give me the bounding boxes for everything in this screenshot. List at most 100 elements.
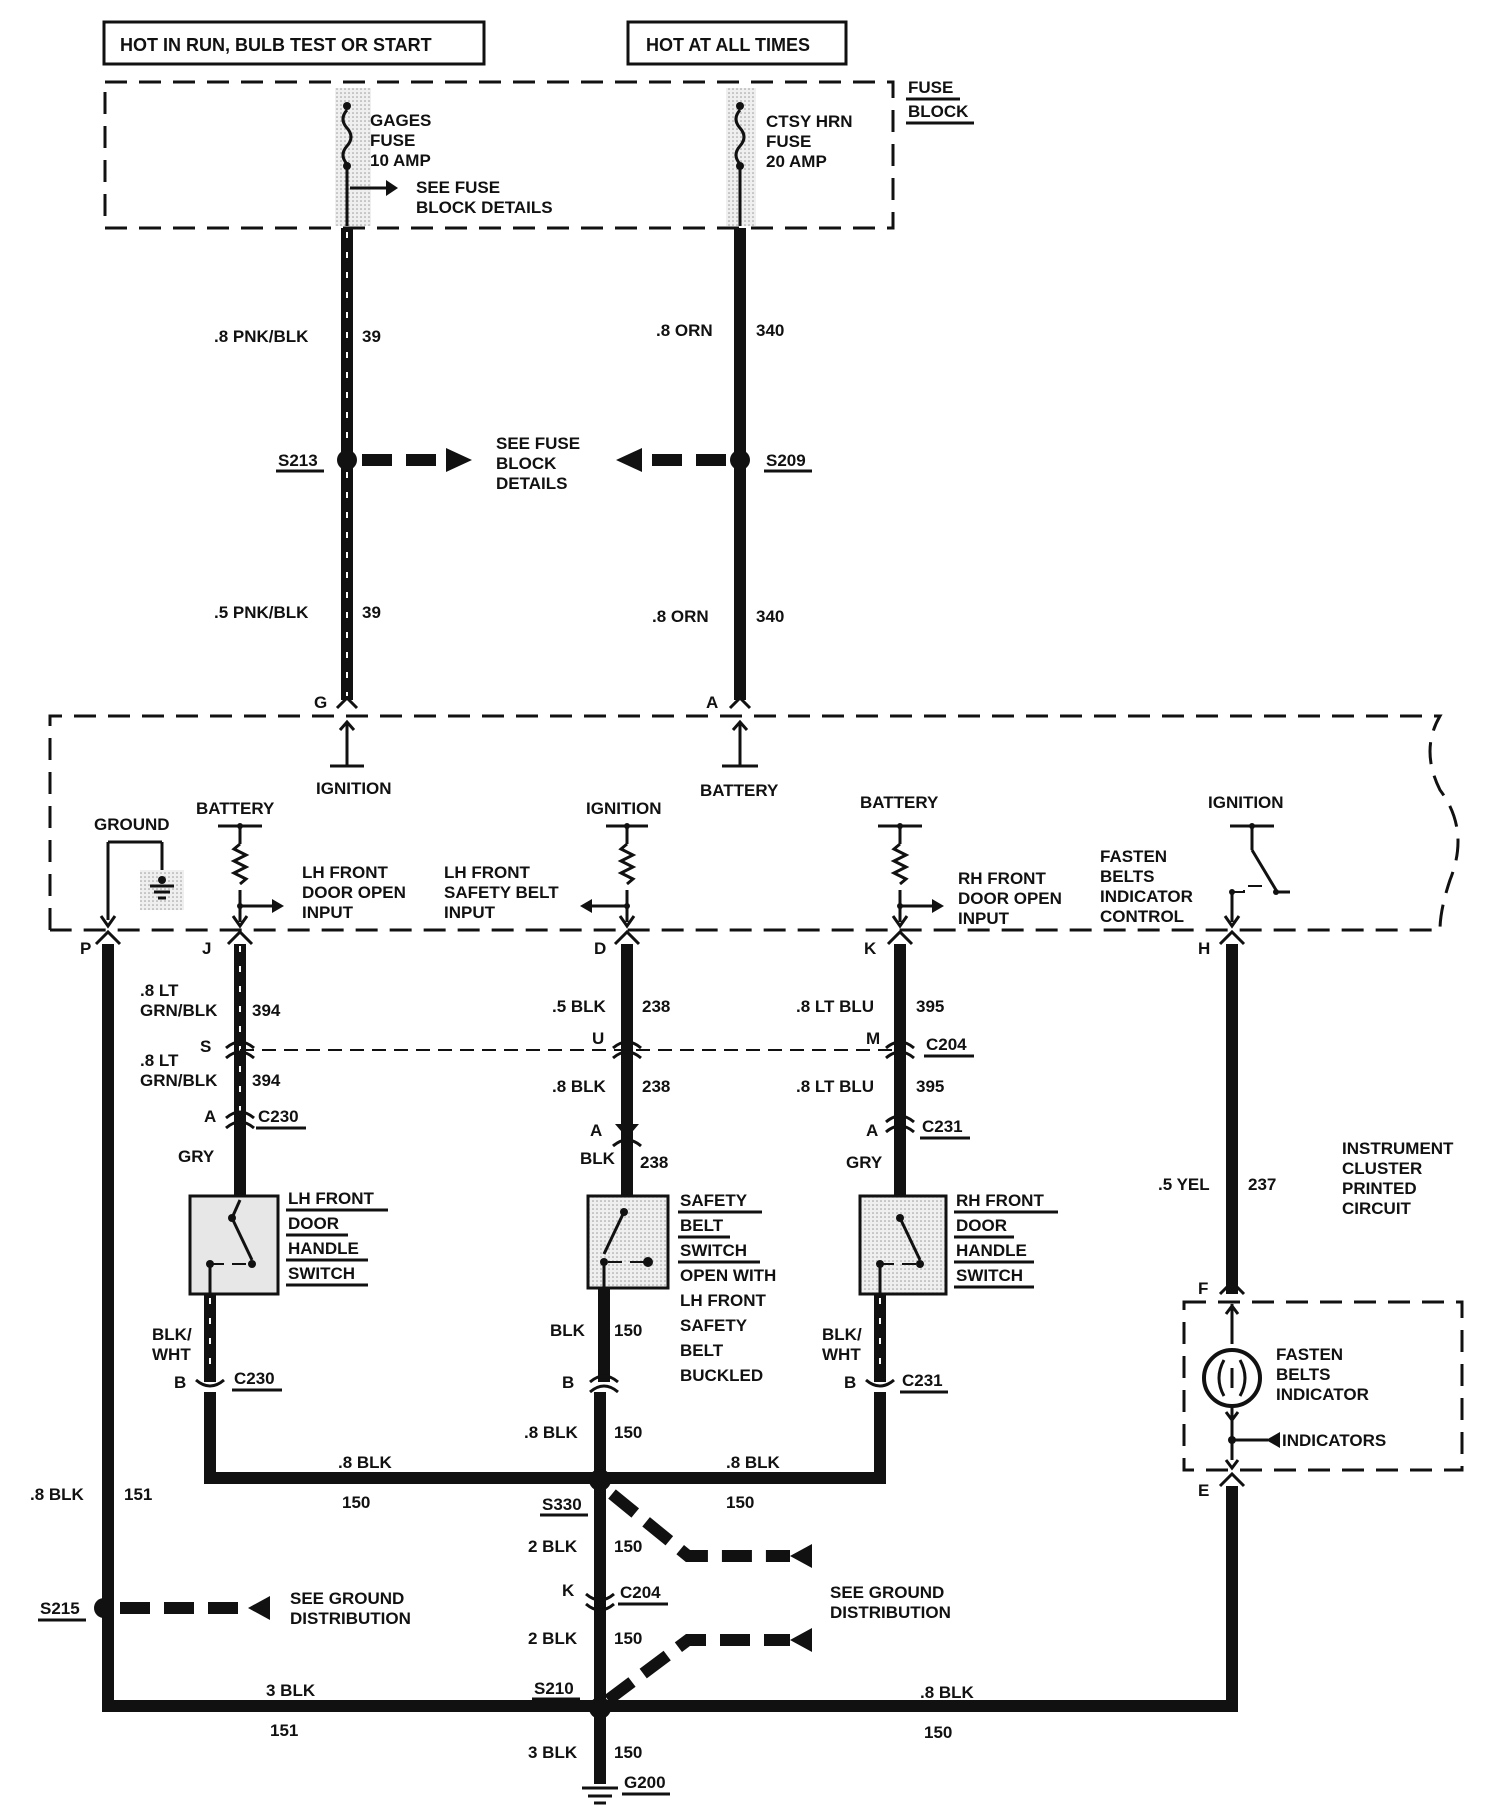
arrow-right-icon: [272, 899, 284, 913]
lh-resistor-icon: [230, 842, 250, 886]
wire-395-gauge-upper: .8 LT BLU: [796, 997, 874, 1016]
wire-237-gauge: .5 YEL: [1158, 1175, 1210, 1194]
wire-394-circuit-upper: 394: [252, 1001, 281, 1020]
ctsy-fuse-word: FUSE: [766, 132, 811, 151]
power-source-always: HOT AT ALL TIMES: [626, 20, 848, 66]
rh-blk-wht-1: BLK/: [822, 1325, 862, 1344]
rh-door-input: BATTERY RH FRONT DOOR OPEN INPUT: [860, 793, 1062, 929]
indicator-label-2: BELTS: [1276, 1365, 1330, 1384]
wire-340-gauge-lower: .8 ORN: [652, 607, 709, 626]
right-bus-circuit: 150: [726, 1493, 754, 1512]
wire-39-circuit-lower: 39: [362, 603, 381, 622]
pin-p-label: P: [80, 939, 91, 958]
lh-door-handle-switch: LH FRONT DOOR HANDLE SWITCH: [188, 1189, 388, 1296]
indicator-label-3: INDICATOR: [1276, 1385, 1369, 1404]
ground-wire-circuit: 150: [614, 1743, 642, 1762]
c204-lower-label: C204: [620, 1583, 661, 1602]
arrow-left-icon: [616, 448, 642, 472]
wire-39-gauge-upper: .8 PNK/BLK: [214, 327, 309, 346]
fuse-block-label-2: BLOCK: [908, 102, 969, 121]
pin-a-rh-label: A: [866, 1121, 878, 1140]
cluster-pins: P J D K H: [80, 939, 1210, 958]
pin-a-belt-label: A: [590, 1121, 602, 1140]
splice-s210: S210 3 BLK 151 .8 BLK 150: [102, 1679, 1232, 1742]
arrow-right-icon: [932, 899, 944, 913]
pin-k-top-label: K: [864, 939, 877, 958]
ground-wire-gauge: 3 BLK: [528, 1743, 578, 1762]
hot-at-all-times-label: HOT AT ALL TIMES: [646, 35, 810, 55]
s210-label: S210: [534, 1679, 574, 1698]
belt-switch-label-3: SWITCH: [680, 1241, 747, 1260]
belt-input-1: LH FRONT: [444, 863, 531, 882]
lh-input-2: DOOR OPEN: [302, 883, 406, 902]
c204-upper-label: C204: [926, 1035, 967, 1054]
see-ground-left-2: DISTRIBUTION: [290, 1609, 411, 1628]
center-150-circuit: 150: [614, 1423, 642, 1442]
belt-switch-label-6: SAFETY: [680, 1316, 748, 1335]
control-label-2: BELTS: [1100, 867, 1154, 886]
wire-395: .8 LT BLU 395 .8 LT BLU 395 GRY: [796, 929, 944, 1200]
arrow-left-icon: [790, 1628, 812, 1652]
fasten-belts-control: IGNITION FASTEN BELTS INDICATOR CONTROL: [1100, 793, 1290, 929]
lh-switch-label-1: LH FRONT: [288, 1189, 375, 1208]
fasten-belts-indicator: INSTRUMENT CLUSTER PRINTED CIRCUIT F IND…: [1182, 1139, 1464, 1712]
ground-distribution-right: SEE GROUND DISTRIBUTION: [604, 1583, 951, 1705]
bottom-right-circuit: 150: [924, 1723, 952, 1742]
connector-g: G IGNITION: [314, 693, 392, 798]
ignition-h-label: IGNITION: [1208, 793, 1284, 812]
right-bus-gauge: .8 BLK: [726, 1453, 781, 1472]
wire-394-circuit-lower: 394: [252, 1071, 281, 1090]
lh-switch-label-4: SWITCH: [288, 1264, 355, 1283]
c231-lower-label: C231: [902, 1371, 943, 1390]
splice-s213: S213: [276, 448, 472, 473]
pin-f-label: F: [1198, 1279, 1208, 1298]
belt-switch-label-5: LH FRONT: [680, 1291, 767, 1310]
lh-blk-wht-2: WHT: [152, 1345, 191, 1364]
cluster-label-1: INSTRUMENT: [1342, 1139, 1454, 1158]
bottom-left-circuit: 151: [270, 1721, 298, 1740]
wire-394-gauge-upper-1: .8 LT: [140, 981, 179, 1000]
wire-151-gauge: .8 BLK: [30, 1485, 85, 1504]
gages-fuse-amp: 10 AMP: [370, 151, 431, 170]
splice-s215: S215 SEE GROUND DISTRIBUTION: [38, 1589, 411, 1628]
connector-a-row: A C230 A A C231: [204, 1107, 970, 1148]
belt-switch-label-2: BELT: [680, 1216, 724, 1235]
cluster-label-2: CLUSTER: [1342, 1159, 1422, 1178]
ctsy-fuse-amp: 20 AMP: [766, 152, 827, 171]
splice-s330: S330 2 BLK 150: [528, 1469, 812, 1702]
cluster-label-3: PRINTED: [1342, 1179, 1417, 1198]
pin-s-label: S: [200, 1037, 211, 1056]
rh-door-handle-switch: RH FRONT DOOR HANDLE SWITCH: [858, 1191, 1058, 1296]
rh-switch-label-3: HANDLE: [956, 1241, 1027, 1260]
wire-395-circuit-upper: 395: [916, 997, 944, 1016]
control-label-3: INDICATOR: [1100, 887, 1193, 906]
belt-switch-label-7: BELT: [680, 1341, 724, 1360]
pin-e-label: E: [1198, 1481, 1209, 1500]
battery-rh-label: BATTERY: [860, 793, 939, 812]
bottom-left-gauge: 3 BLK: [266, 1681, 316, 1700]
cluster-ground: GROUND: [94, 815, 184, 929]
arrow-left-icon: [790, 1544, 812, 1568]
hot-in-run-label: HOT IN RUN, BULB TEST OR START: [120, 35, 432, 55]
rh-input-3: INPUT: [958, 909, 1010, 928]
wire-238-circuit-upper: 238: [642, 997, 670, 1016]
see-ground-right-2: DISTRIBUTION: [830, 1603, 951, 1622]
arrow-left-icon: [1266, 1432, 1280, 1448]
wire-237-circuit: 237: [1248, 1175, 1276, 1194]
fuse-block: FUSE BLOCK GAGES FUSE 10 AMP SEE FUSE BL…: [103, 78, 974, 230]
wire-394-gauge-lower-2: GRN/BLK: [140, 1071, 218, 1090]
indicator-label-1: FASTEN: [1276, 1345, 1343, 1364]
ground-label: GROUND: [94, 815, 170, 834]
belt-150-circuit: 150: [614, 1321, 642, 1340]
rh-switch-label-4: SWITCH: [956, 1266, 1023, 1285]
connector-c204-upper: S U M C204: [200, 1029, 974, 1060]
rh-input-2: DOOR OPEN: [958, 889, 1062, 908]
splice-s209: S209: [616, 448, 812, 473]
wire-394-gauge-upper-2: GRN/BLK: [140, 1001, 218, 1020]
wire-340-circuit-upper: 340: [756, 321, 784, 340]
rh-input-1: RH FRONT: [958, 869, 1046, 888]
pin-j-label: J: [202, 939, 211, 958]
s213-label: S213: [278, 451, 318, 470]
